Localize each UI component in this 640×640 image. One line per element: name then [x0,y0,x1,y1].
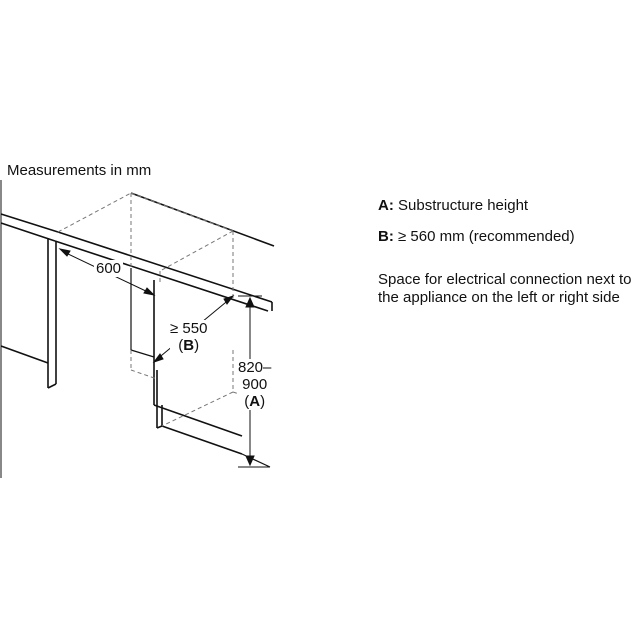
floor-line [242,454,270,467]
height-letter-wrap: (A) [244,393,266,410]
legend-b-key: B: [378,228,394,245]
left-cabinet [1,238,56,388]
niche-back-wall [131,268,154,357]
note-line-1: Space for electrical connection next to [378,271,632,288]
gap-value: ≥ 550 [170,320,208,337]
height-line-2: 900 [242,376,268,393]
right-cabinet [154,280,242,454]
depth-dimension-line [60,249,154,295]
height-line-1: 820– [238,359,272,376]
legend-item-a: A: Substructure height [378,197,528,215]
gap-dimension-label: ≥ 550 (B) [170,320,208,354]
height-dimension-label: 820– 900 (A) [238,359,272,410]
niche-dashed-outline [58,193,242,426]
height-letter: A [249,393,261,410]
legend-a-text: Substructure height [398,197,529,214]
worktop [1,193,274,311]
note-line-2: the appliance on the left or right side [378,289,620,306]
gap-letter: B [183,337,195,354]
depth-dimension-label: 600 [94,260,124,277]
legend-a-key: A: [378,197,394,214]
electrical-connection-note: Space for electrical connection next to … [378,271,631,307]
gap-letter-wrap: (B) [178,337,200,354]
legend-item-b: B: ≥ 560 mm (recommended) [378,228,575,246]
legend-b-text: ≥ 560 mm (recommended) [398,228,575,245]
measurements-title: Measurements in mm [7,162,152,179]
